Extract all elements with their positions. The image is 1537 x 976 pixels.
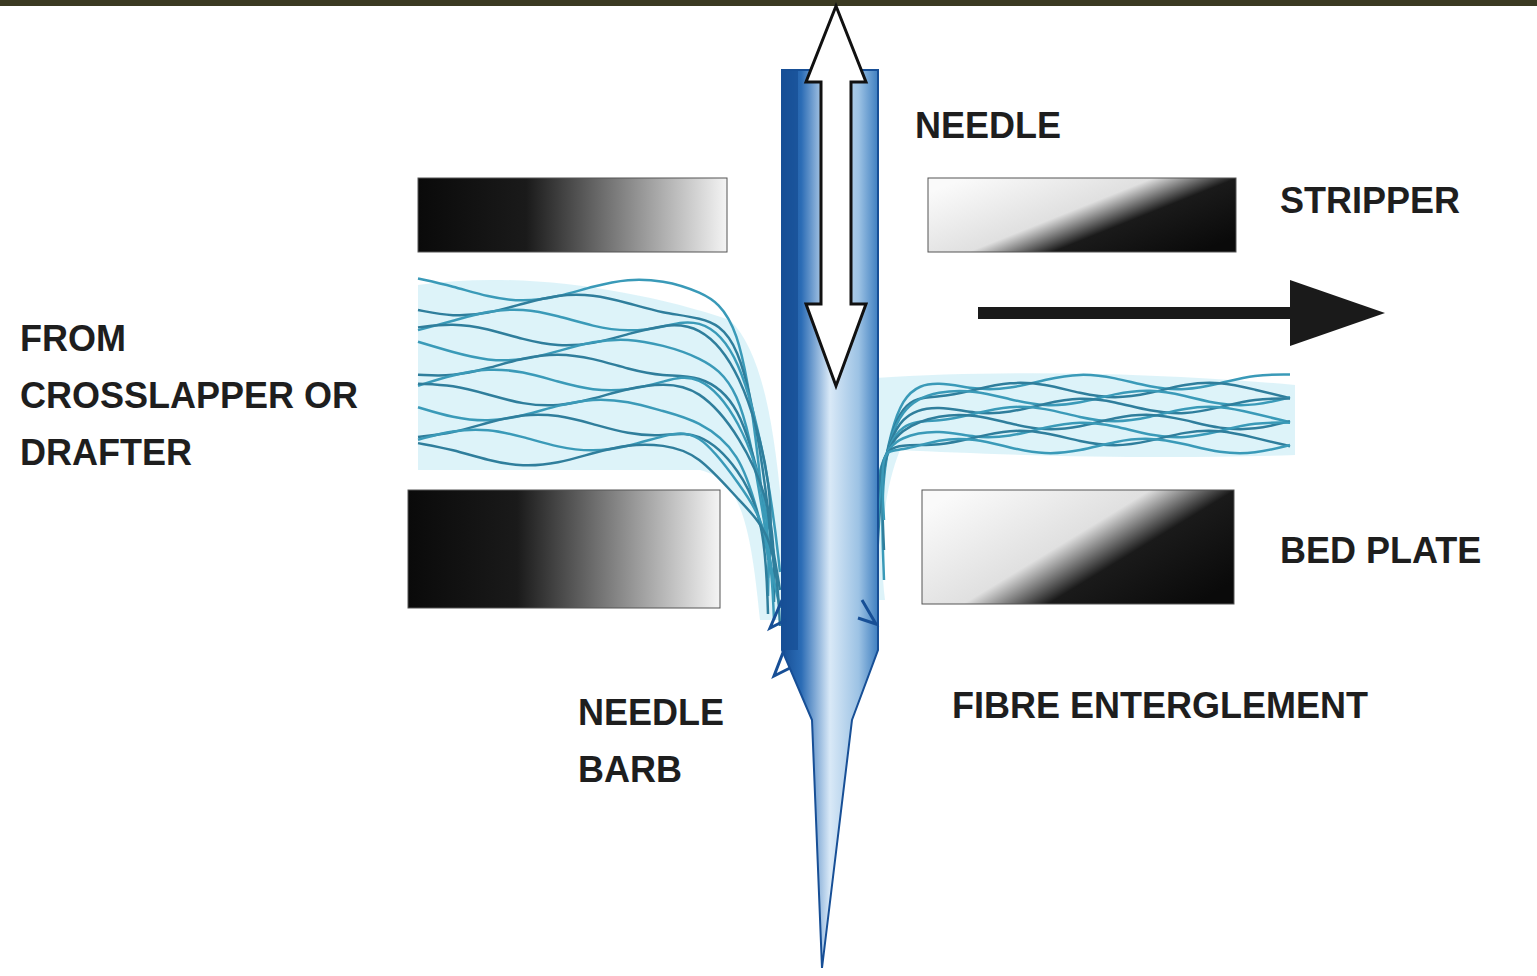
part-label: STRIPPER <box>1280 172 1530 229</box>
needle-barb <box>770 600 876 676</box>
feed-arrow-head <box>1290 280 1385 346</box>
fibre <box>876 383 1290 590</box>
fibre <box>868 399 1290 570</box>
needle-edge <box>782 70 798 650</box>
stripper-plate <box>928 178 1236 252</box>
reciprocating-arrow <box>806 6 866 386</box>
top-border <box>0 0 1537 6</box>
stripper-plate <box>418 178 727 252</box>
fibre <box>882 439 1290 520</box>
fibre <box>418 384 774 602</box>
bed-plate <box>408 490 720 608</box>
bed-plate <box>922 490 1234 604</box>
fibre <box>418 443 780 626</box>
fibre <box>418 430 774 620</box>
fibre <box>882 415 1290 550</box>
fibre <box>418 415 768 614</box>
fibre <box>876 431 1290 530</box>
part-label: NEEDLE <box>915 97 1215 154</box>
fibre <box>868 423 1290 540</box>
fibre <box>868 375 1290 600</box>
feed-arrow <box>978 307 1298 319</box>
part-label: NEEDLE BARB <box>578 684 778 798</box>
fibre <box>418 370 769 596</box>
part-label: FROM CROSSLAPPER OR DRAFTER <box>20 310 380 481</box>
fibre <box>418 310 780 572</box>
part-label: FIBRE ENTERGLEMENT <box>952 677 1372 734</box>
part-label: BED PLATE <box>1280 522 1530 579</box>
